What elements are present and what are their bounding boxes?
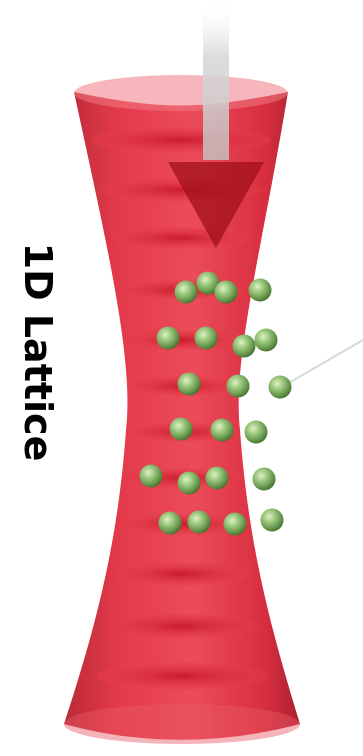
- atom-icon: [255, 329, 278, 352]
- atom-icon: [233, 335, 256, 358]
- atom-icon: [224, 513, 247, 536]
- atom-icon: [170, 418, 193, 441]
- beam-bottom-rim: [64, 704, 300, 744]
- atom-icon: [157, 327, 180, 350]
- lattice-plane: [125, 330, 241, 350]
- atom-icon: [178, 472, 201, 495]
- atom-icon: [261, 509, 284, 532]
- lattice-plane: [107, 613, 259, 639]
- lattice-plane: [97, 662, 269, 690]
- atom-icon: [188, 511, 211, 534]
- atom-icon: [175, 281, 198, 304]
- atom-icon: [249, 279, 272, 302]
- atom-icon: [269, 376, 292, 399]
- atom-icon: [245, 421, 268, 444]
- atom-icon: [195, 327, 218, 350]
- lattice-label: 1D Lattice: [15, 202, 61, 502]
- atom-icon: [159, 512, 182, 535]
- arrow-tail: [203, 0, 229, 160]
- atom-icon: [178, 373, 201, 396]
- beam-top-rim: [74, 75, 288, 111]
- atom-icon: [211, 419, 234, 442]
- atom-icon: [215, 281, 238, 304]
- atom-icon: [140, 465, 163, 488]
- atom-icon: [227, 375, 250, 398]
- atom-icon: [253, 468, 276, 491]
- lattice-plane: [91, 127, 271, 153]
- lattice-plane: [111, 227, 251, 249]
- lattice-plane: [115, 562, 251, 586]
- pointer-line: [280, 340, 363, 388]
- atom-icon: [206, 467, 229, 490]
